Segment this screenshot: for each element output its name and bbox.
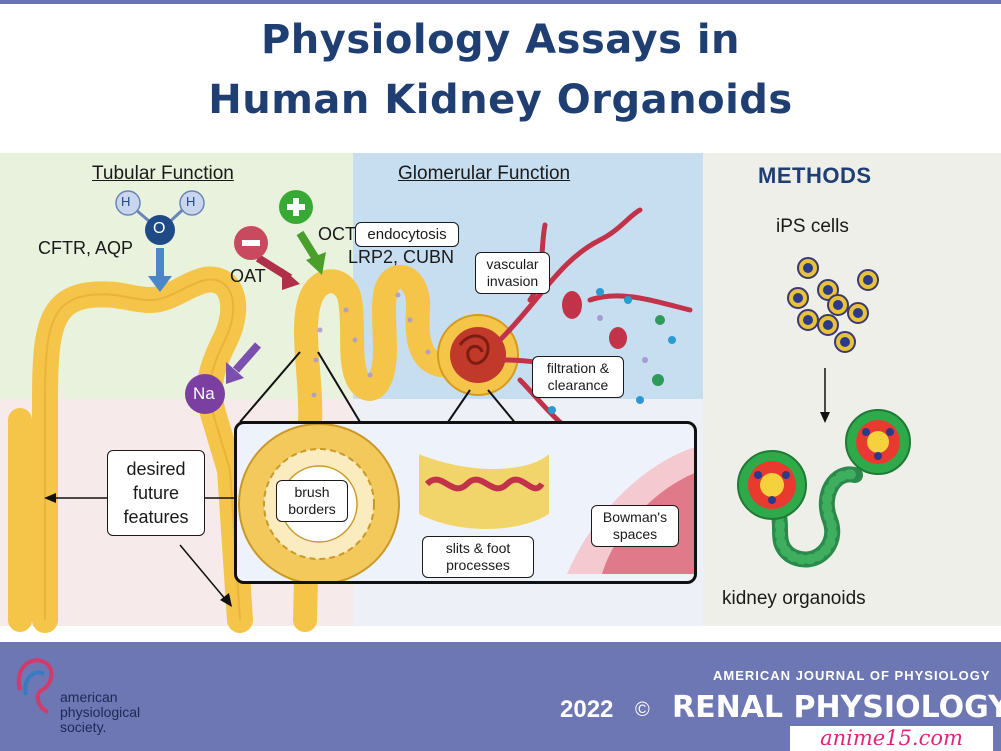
water-h1: H [121, 194, 131, 209]
society-name: american physiological society. [60, 690, 140, 735]
vascular-invasion-box: vascular invasion [475, 252, 550, 294]
water-molecule [115, 190, 205, 245]
blood-vessels [497, 207, 693, 453]
methods-panel [703, 153, 1001, 626]
desired-features-box: desired future features [107, 450, 205, 536]
society-line-2: physiological [60, 704, 141, 720]
filtration-line-1: filtration & [546, 360, 610, 376]
na-label: Na [193, 384, 215, 403]
desired-line-3: features [123, 507, 189, 527]
diagram-artwork [8, 190, 911, 633]
brush-line-2: borders [288, 501, 336, 517]
water-o: O [153, 220, 166, 237]
page-title: Physiology Assays in Human Kidney Organo… [0, 10, 1001, 130]
filtration-line-2: clearance [547, 377, 609, 393]
slits-processes-box: slits & foot processes [422, 536, 534, 578]
oat-label: OAT [230, 266, 266, 286]
vascular-line-2: invasion [486, 273, 539, 289]
title-line-2: Human Kidney Organoids [208, 77, 793, 123]
tubule-left [32, 266, 253, 633]
methods-heading: METHODS [758, 163, 872, 188]
watermark: anime15.com [790, 726, 993, 751]
society-logo-icon [16, 658, 54, 714]
slits-line-2: processes [446, 557, 510, 573]
rbc-cells [562, 291, 627, 349]
filtration-clearance-box: filtration & clearance [532, 356, 624, 398]
society-line-3: society. [60, 719, 107, 735]
ips-cells [787, 257, 879, 353]
kidney-organoids-label: kidney organoids [722, 588, 866, 609]
bowman-line-2: spaces [612, 526, 658, 542]
kidney-organoid [737, 409, 911, 568]
brush-borders-box: brush borders [276, 480, 348, 522]
copyright-symbol: © [635, 699, 650, 721]
copyright-year: 2022 [560, 696, 614, 723]
cftr-aqp-label: CFTR, AQP [38, 238, 134, 258]
desired-line-1: desired [126, 459, 186, 479]
na-badge [185, 374, 225, 414]
endocytosis-label: endocytosis [367, 226, 447, 243]
vascular-line-1: vascular [486, 256, 539, 272]
journal-name: AMERICAN JOURNAL OF PHYSIOLOGY [713, 668, 991, 683]
society-line-1: american [60, 689, 118, 705]
desired-line-2: future [132, 483, 180, 503]
endocytosis-box: endocytosis [355, 222, 459, 247]
renal-physiology-logo: RENAL PHYSIOLOGY. [672, 690, 1001, 725]
oct-label: OCT [318, 224, 356, 244]
lrp2-cubn-label: LRP2, CUBN [348, 247, 455, 267]
bowman-line-1: Bowman's [602, 509, 668, 525]
brush-line-1: brush [294, 484, 330, 500]
title-line-1: Physiology Assays in [260, 17, 741, 63]
glomerular-function-heading: Glomerular Function [398, 163, 571, 184]
filtrate-particles [548, 288, 676, 414]
ips-cells-label: iPS cells [776, 216, 849, 237]
tubule-right [293, 265, 452, 632]
top-rule [0, 0, 1001, 4]
tubular-function-heading: Tubular Function [92, 163, 234, 184]
water-h2: H [186, 194, 196, 209]
bowmans-spaces-box: Bowman's spaces [591, 505, 679, 547]
slits-line-1: slits & foot [445, 540, 511, 556]
